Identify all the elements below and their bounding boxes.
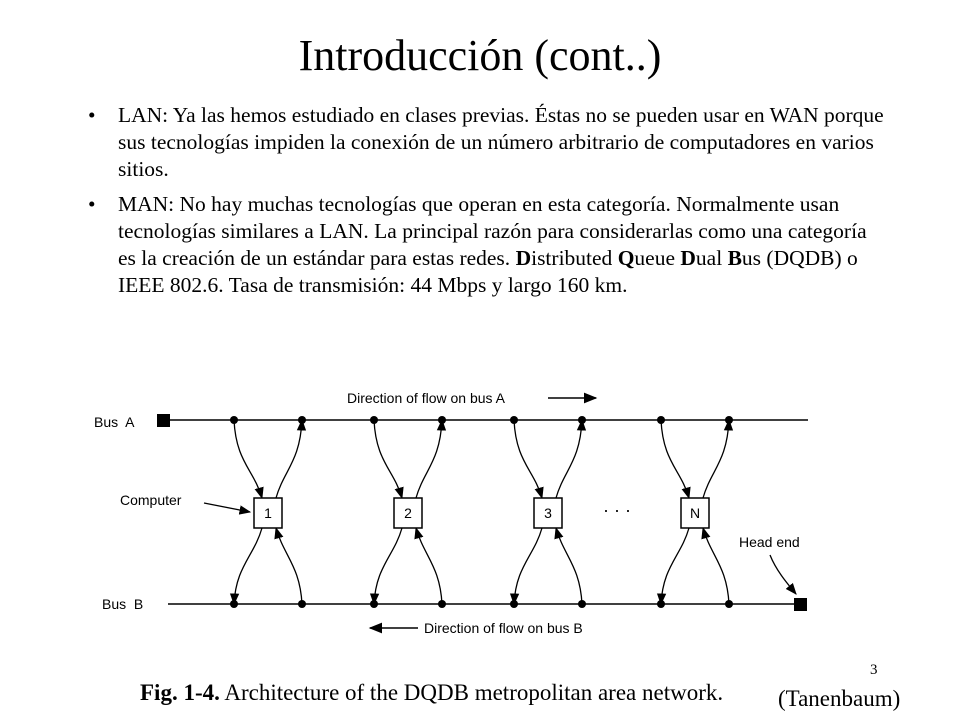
tap-dot [725,600,733,608]
bold-letter-d2: D [680,246,696,270]
tap-dot [578,416,586,424]
tap-dot [657,416,665,424]
bullet-lan: • LAN: Ya las hemos estudiado en clases … [88,102,888,183]
figure-caption: Fig. 1-4. Architecture of the DQDB metro… [140,680,723,706]
flow-a-label: Direction of flow on bus A [347,390,506,406]
tap-curve [233,419,264,500]
tap-curve [701,526,730,605]
tap-dot [657,600,665,608]
node-group-3: 3 [509,416,587,608]
tap-curve [554,526,583,605]
tap-curve [513,419,544,500]
tap-curve [660,419,691,500]
word-rest-distributed: istributed [531,246,618,270]
bus-a-label: Bus A [94,414,135,430]
word-rest-queue: ueue [634,246,681,270]
bus-b-label: Bus B [102,596,143,612]
node-label: N [690,505,700,521]
tap-dot [510,600,518,608]
page-number: 3 [870,662,878,678]
slide-title: Introducción (cont..) [298,31,662,80]
tap-curve [656,527,690,606]
tap-dot [230,600,238,608]
flow-b-label: Direction of flow on bus B [424,620,583,636]
head-end-label: Head end [739,534,800,550]
tap-curve [702,418,734,499]
caption-fig-number: Fig. 1-4. [140,680,220,705]
tap-dot [725,416,733,424]
head-end-pointer [769,554,797,595]
node-box [533,497,563,529]
tap-dot [510,416,518,424]
node-box [680,497,710,529]
bullet-marker: • [88,103,96,127]
node-group-1: 1 [229,416,307,608]
tap-curve [274,526,303,605]
tap-dot [438,600,446,608]
tap-dot [578,600,586,608]
figure-credit: (Tanenbaum) [778,686,901,711]
bullet-lan-text: LAN: Ya las hemos estudiado en clases pr… [118,103,884,181]
node-label: 2 [404,505,412,521]
bus-b-head-square [794,598,807,611]
node-group-n: N [656,416,734,608]
tap-dot [370,600,378,608]
word-rest-bus: us (DQDB) o IEEE 802.6. Tasa de transmis… [118,246,858,297]
node-group-2: 2 [369,416,447,608]
ellipsis: · · · [603,500,631,520]
tap-dot [298,600,306,608]
tap-curve [373,419,404,500]
tap-curve [555,418,587,499]
tap-dot [298,416,306,424]
bullet-marker: • [88,192,96,216]
bold-letter-b: B [727,246,742,270]
bold-letter-q: Q [617,246,635,270]
node-label: 1 [264,505,272,521]
node-label: 3 [544,505,552,521]
node-box [253,497,283,529]
bullet-man-text: MAN: No hay muchas tecnologías que opera… [118,192,867,270]
tap-curve [415,418,447,499]
tap-dot [370,416,378,424]
computer-pointer [203,502,252,515]
tap-curve [509,527,543,606]
tap-curve [369,527,403,606]
tap-dot [438,416,446,424]
bus-a-head-square [157,414,170,427]
computer-label: Computer [120,492,182,508]
bullet-man: • MAN: No hay muchas tecnologías que ope… [88,191,888,299]
tap-curve [229,527,263,606]
dqdb-diagram: Direction of flow on bus A Direction of … [94,390,808,636]
bullet-list: • LAN: Ya las hemos estudiado en clases … [88,102,888,307]
word-rest-dual: ual [695,246,728,270]
caption-text: Architecture of the DQDB metropolitan ar… [219,680,724,705]
node-box [393,497,423,529]
tap-curve [275,418,307,499]
bold-letter-d: D [515,246,532,270]
tap-curve [414,526,443,605]
tap-dot [230,416,238,424]
